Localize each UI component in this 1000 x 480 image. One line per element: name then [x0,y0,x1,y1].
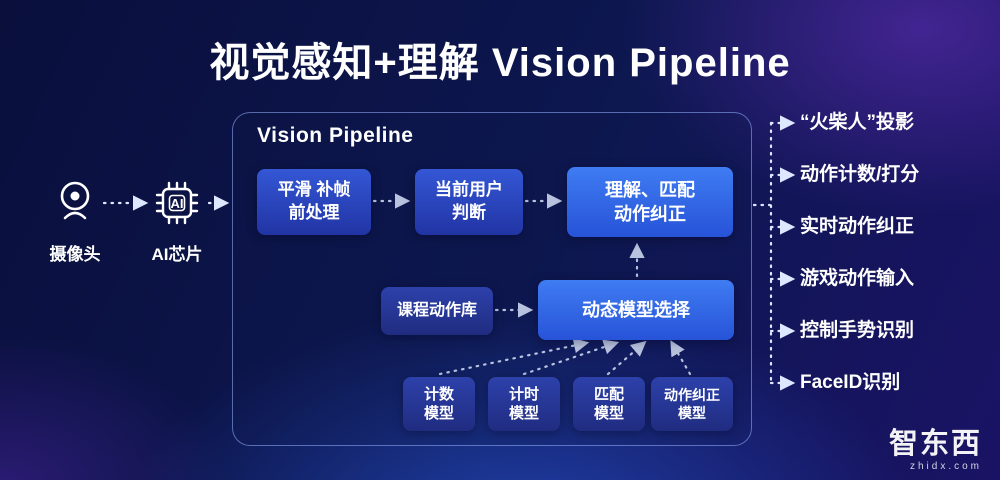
page-title: 视觉感知+理解 Vision Pipeline [209,41,791,85]
node-understand-line2: 动作纠正 [614,204,686,224]
node-user-judge: 当前用户 判断 [415,169,523,235]
node-model-count-line1: 计数 [423,385,454,403]
node-model-match-line1: 匹配 [593,385,624,403]
vision-pipeline-container: Vision Pipeline 平滑 补帧 前处理 当前用户 判断 理解、匹配 … [232,112,752,446]
watermark-site: zhidx.com [909,461,982,472]
chip-label: AI芯片 [151,245,203,264]
output-count-score: 动作计数/打分 [800,164,920,185]
node-model-timer-line2: 模型 [508,405,539,422]
output-faceid: FaceID识别 [800,372,901,393]
arrow-correct-to-dynamic [670,340,692,376]
output-realtime-correction: 实时动作纠正 [800,216,915,237]
arrow-timer-to-dynamic [522,339,620,376]
watermark-logo: 智东西 zhidx.com [888,428,982,473]
node-understand-line1: 理解、匹配 [605,179,695,200]
node-preprocess-line2: 前处理 [288,203,340,222]
pipeline-title: Vision Pipeline [257,124,414,147]
node-understand-correct: 理解、匹配 动作纠正 [567,167,733,237]
node-preprocess-line1: 平滑 补帧 [277,180,351,200]
node-model-correct-line1: 动作纠正 [664,386,720,403]
watermark-name: 智东西 [888,428,982,460]
node-user-judge-line1: 当前用户 [435,180,503,200]
node-user-judge-line2: 判断 [452,203,486,222]
node-model-correct-line2: 模型 [678,405,706,421]
arrow-count-to-dynamic [438,337,590,376]
webcam-icon [60,181,90,220]
output-game-input: 游戏动作输入 [800,268,915,289]
node-preprocess: 平滑 补帧 前处理 [257,169,371,235]
camera-label: 摄像头 [49,245,101,264]
node-model-count-line2: 模型 [423,405,454,422]
node-model-match-line2: 模型 [593,405,624,422]
node-model-correct: 动作纠正 模型 [651,377,733,431]
node-course-library: 课程动作库 [381,287,493,335]
node-model-match: 匹配 模型 [573,377,645,431]
output-stickman-projection: “火柴人”投影 [800,112,915,133]
output-gesture-control: 控制手势识别 [800,320,915,341]
node-dynamic-model-select: 动态模型选择 [538,280,734,340]
node-model-timer: 计时 模型 [488,377,560,431]
node-model-count: 计数 模型 [403,377,475,431]
arrow-match-to-dynamic [606,340,647,376]
chip-ai-text: AI [170,195,184,211]
node-model-timer-line1: 计时 [508,385,539,403]
ai-chip-icon [155,181,199,225]
